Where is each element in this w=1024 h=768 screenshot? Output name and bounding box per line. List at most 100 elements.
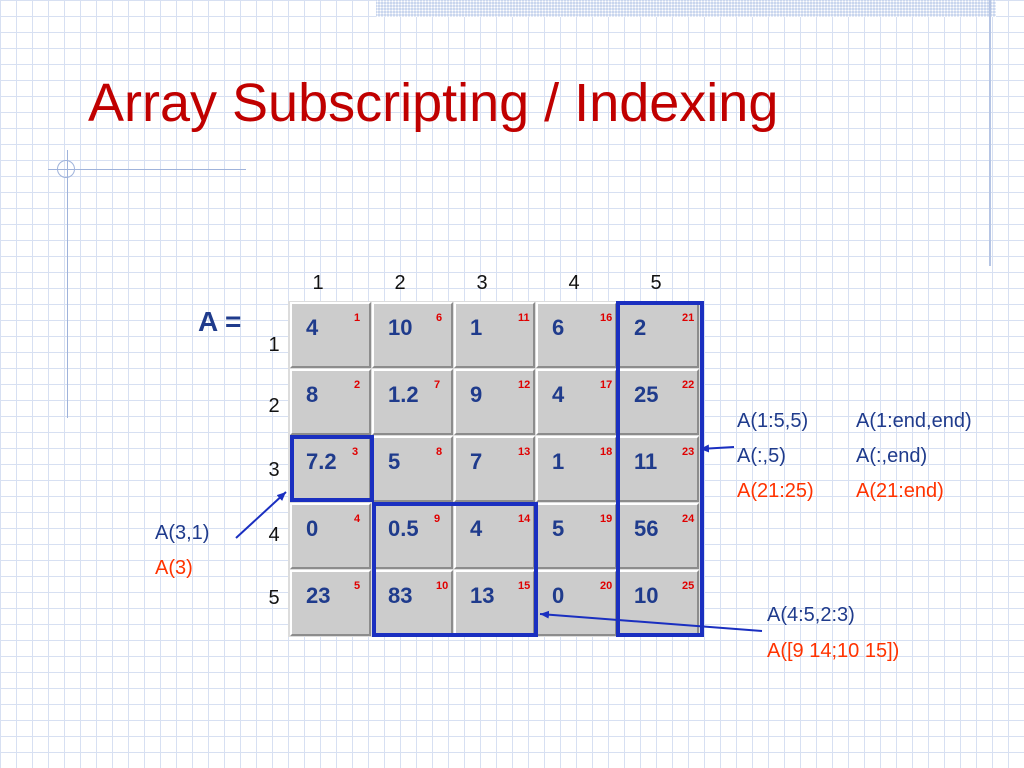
annotation-column-linear: A(21:25) bbox=[737, 480, 814, 502]
decor-line-vertical bbox=[67, 150, 68, 418]
annotation-column-colon-end: A(:,end) bbox=[856, 445, 928, 467]
row-index: 3 bbox=[268, 459, 280, 481]
cell-linear-index: 3 bbox=[352, 446, 359, 458]
matrix-cell: 56 24 bbox=[618, 503, 699, 569]
matrix-cell: 25 22 bbox=[618, 369, 699, 435]
cell-linear-index: 22 bbox=[682, 379, 695, 391]
column-index: 1 bbox=[312, 272, 324, 294]
cell-value: 5 bbox=[552, 516, 565, 541]
matrix-cell: 11 23 bbox=[618, 436, 699, 502]
cell-value: 56 bbox=[634, 516, 659, 541]
cell-linear-index: 24 bbox=[682, 513, 695, 525]
annotation-submatrix-linear: A([9 14;10 15]) bbox=[767, 640, 900, 662]
cell-value: 0 bbox=[552, 583, 565, 608]
cell-value: 0 bbox=[306, 516, 319, 541]
cell-value: 1.2 bbox=[388, 382, 419, 407]
annotation-column-colon: A(:,5) bbox=[737, 445, 786, 467]
cell-value: 4 bbox=[552, 382, 565, 407]
cell-linear-index: 12 bbox=[518, 379, 531, 391]
cell-linear-index: 10 bbox=[436, 580, 449, 592]
cell-value: 4 bbox=[306, 315, 319, 340]
column-index: 5 bbox=[650, 272, 662, 294]
cell-value: 8 bbox=[306, 382, 319, 407]
cell-value: 4 bbox=[470, 516, 483, 541]
column-index: 2 bbox=[394, 272, 406, 294]
column-index: 3 bbox=[476, 272, 488, 294]
cell-linear-index: 1 bbox=[354, 312, 361, 324]
cell-value: 7.2 bbox=[306, 449, 337, 474]
row-index: 1 bbox=[268, 334, 280, 356]
matrix-cell: 4 14 bbox=[454, 503, 535, 569]
cell-value: 10 bbox=[388, 315, 413, 340]
annotation-submatrix-subscript: A(4:5,2:3) bbox=[767, 604, 855, 626]
cell-value: 2 bbox=[634, 315, 647, 340]
slide-title: Array Subscripting / Indexing bbox=[88, 73, 779, 133]
cell-linear-index: 11 bbox=[518, 312, 530, 324]
cell-linear-index: 19 bbox=[600, 513, 613, 525]
cell-value: 5 bbox=[388, 449, 401, 474]
highlight-element-a31 bbox=[290, 435, 374, 502]
cell-value: 11 bbox=[634, 449, 658, 474]
right-decor-bar bbox=[989, 0, 991, 266]
cell-value: 25 bbox=[634, 382, 659, 407]
cell-linear-index: 14 bbox=[518, 513, 531, 525]
cell-linear-index: 7 bbox=[434, 379, 441, 391]
cell-value: 1 bbox=[552, 449, 565, 474]
cell-linear-index: 9 bbox=[434, 513, 441, 525]
matrix-cell: 7 13 bbox=[454, 436, 535, 502]
matrix-cell: 9 12 bbox=[454, 369, 535, 435]
row-index: 5 bbox=[268, 587, 280, 609]
column-index: 4 bbox=[568, 272, 580, 294]
cell-linear-index: 21 bbox=[682, 312, 695, 324]
cell-linear-index: 8 bbox=[436, 446, 443, 458]
row-index: 2 bbox=[268, 395, 280, 417]
cell-linear-index: 18 bbox=[600, 446, 613, 458]
cell-linear-index: 17 bbox=[600, 379, 613, 391]
cell-linear-index: 23 bbox=[682, 446, 695, 458]
cell-linear-index: 16 bbox=[600, 312, 613, 324]
decor-line-horizontal bbox=[48, 169, 246, 170]
cell-linear-index: 4 bbox=[354, 513, 361, 525]
annotation-column-linear-end: A(21:end) bbox=[856, 480, 944, 502]
cell-linear-index: 2 bbox=[354, 379, 361, 391]
cell-linear-index: 5 bbox=[354, 580, 361, 592]
cell-value: 1 bbox=[470, 315, 483, 340]
matrix-cell: 2 21 bbox=[618, 302, 699, 368]
arrow-submatrix bbox=[539, 610, 763, 632]
cell-linear-index: 13 bbox=[518, 446, 531, 458]
matrix-cell: 1 18 bbox=[536, 436, 617, 502]
matrix-cell: 6 16 bbox=[536, 302, 617, 368]
cell-linear-index: 15 bbox=[518, 580, 531, 592]
arrow-element bbox=[235, 491, 287, 539]
cell-value: 23 bbox=[306, 583, 331, 608]
cell-value: 83 bbox=[388, 583, 413, 608]
cell-value: 7 bbox=[470, 449, 483, 474]
cell-value: 6 bbox=[552, 315, 565, 340]
cell-linear-index: 20 bbox=[600, 580, 613, 592]
cell-value: 0.5 bbox=[388, 516, 419, 541]
cell-value: 13 bbox=[470, 583, 495, 608]
row-index: 4 bbox=[268, 524, 280, 546]
matrix-cell: 4 17 bbox=[536, 369, 617, 435]
cell-value: 10 bbox=[634, 583, 659, 608]
matrix-cell: 5 19 bbox=[536, 503, 617, 569]
highlight-column-5 bbox=[616, 301, 704, 637]
cell-linear-index: 25 bbox=[682, 580, 695, 592]
annotation-element-subscript: A(3,1) bbox=[155, 522, 210, 544]
matrix-cell: 23 5 bbox=[290, 570, 371, 636]
cell-value: 9 bbox=[470, 382, 483, 407]
annotation-column-end-subscript: A(1:end,end) bbox=[856, 410, 972, 432]
annotation-element-linear: A(3) bbox=[155, 557, 193, 579]
decor-circle bbox=[57, 160, 75, 178]
matrix-cell: 10 6 bbox=[372, 302, 453, 368]
matrix-cell: 83 10 bbox=[372, 570, 453, 636]
cell-linear-index: 6 bbox=[436, 312, 443, 324]
top-decor-band bbox=[376, 0, 996, 17]
